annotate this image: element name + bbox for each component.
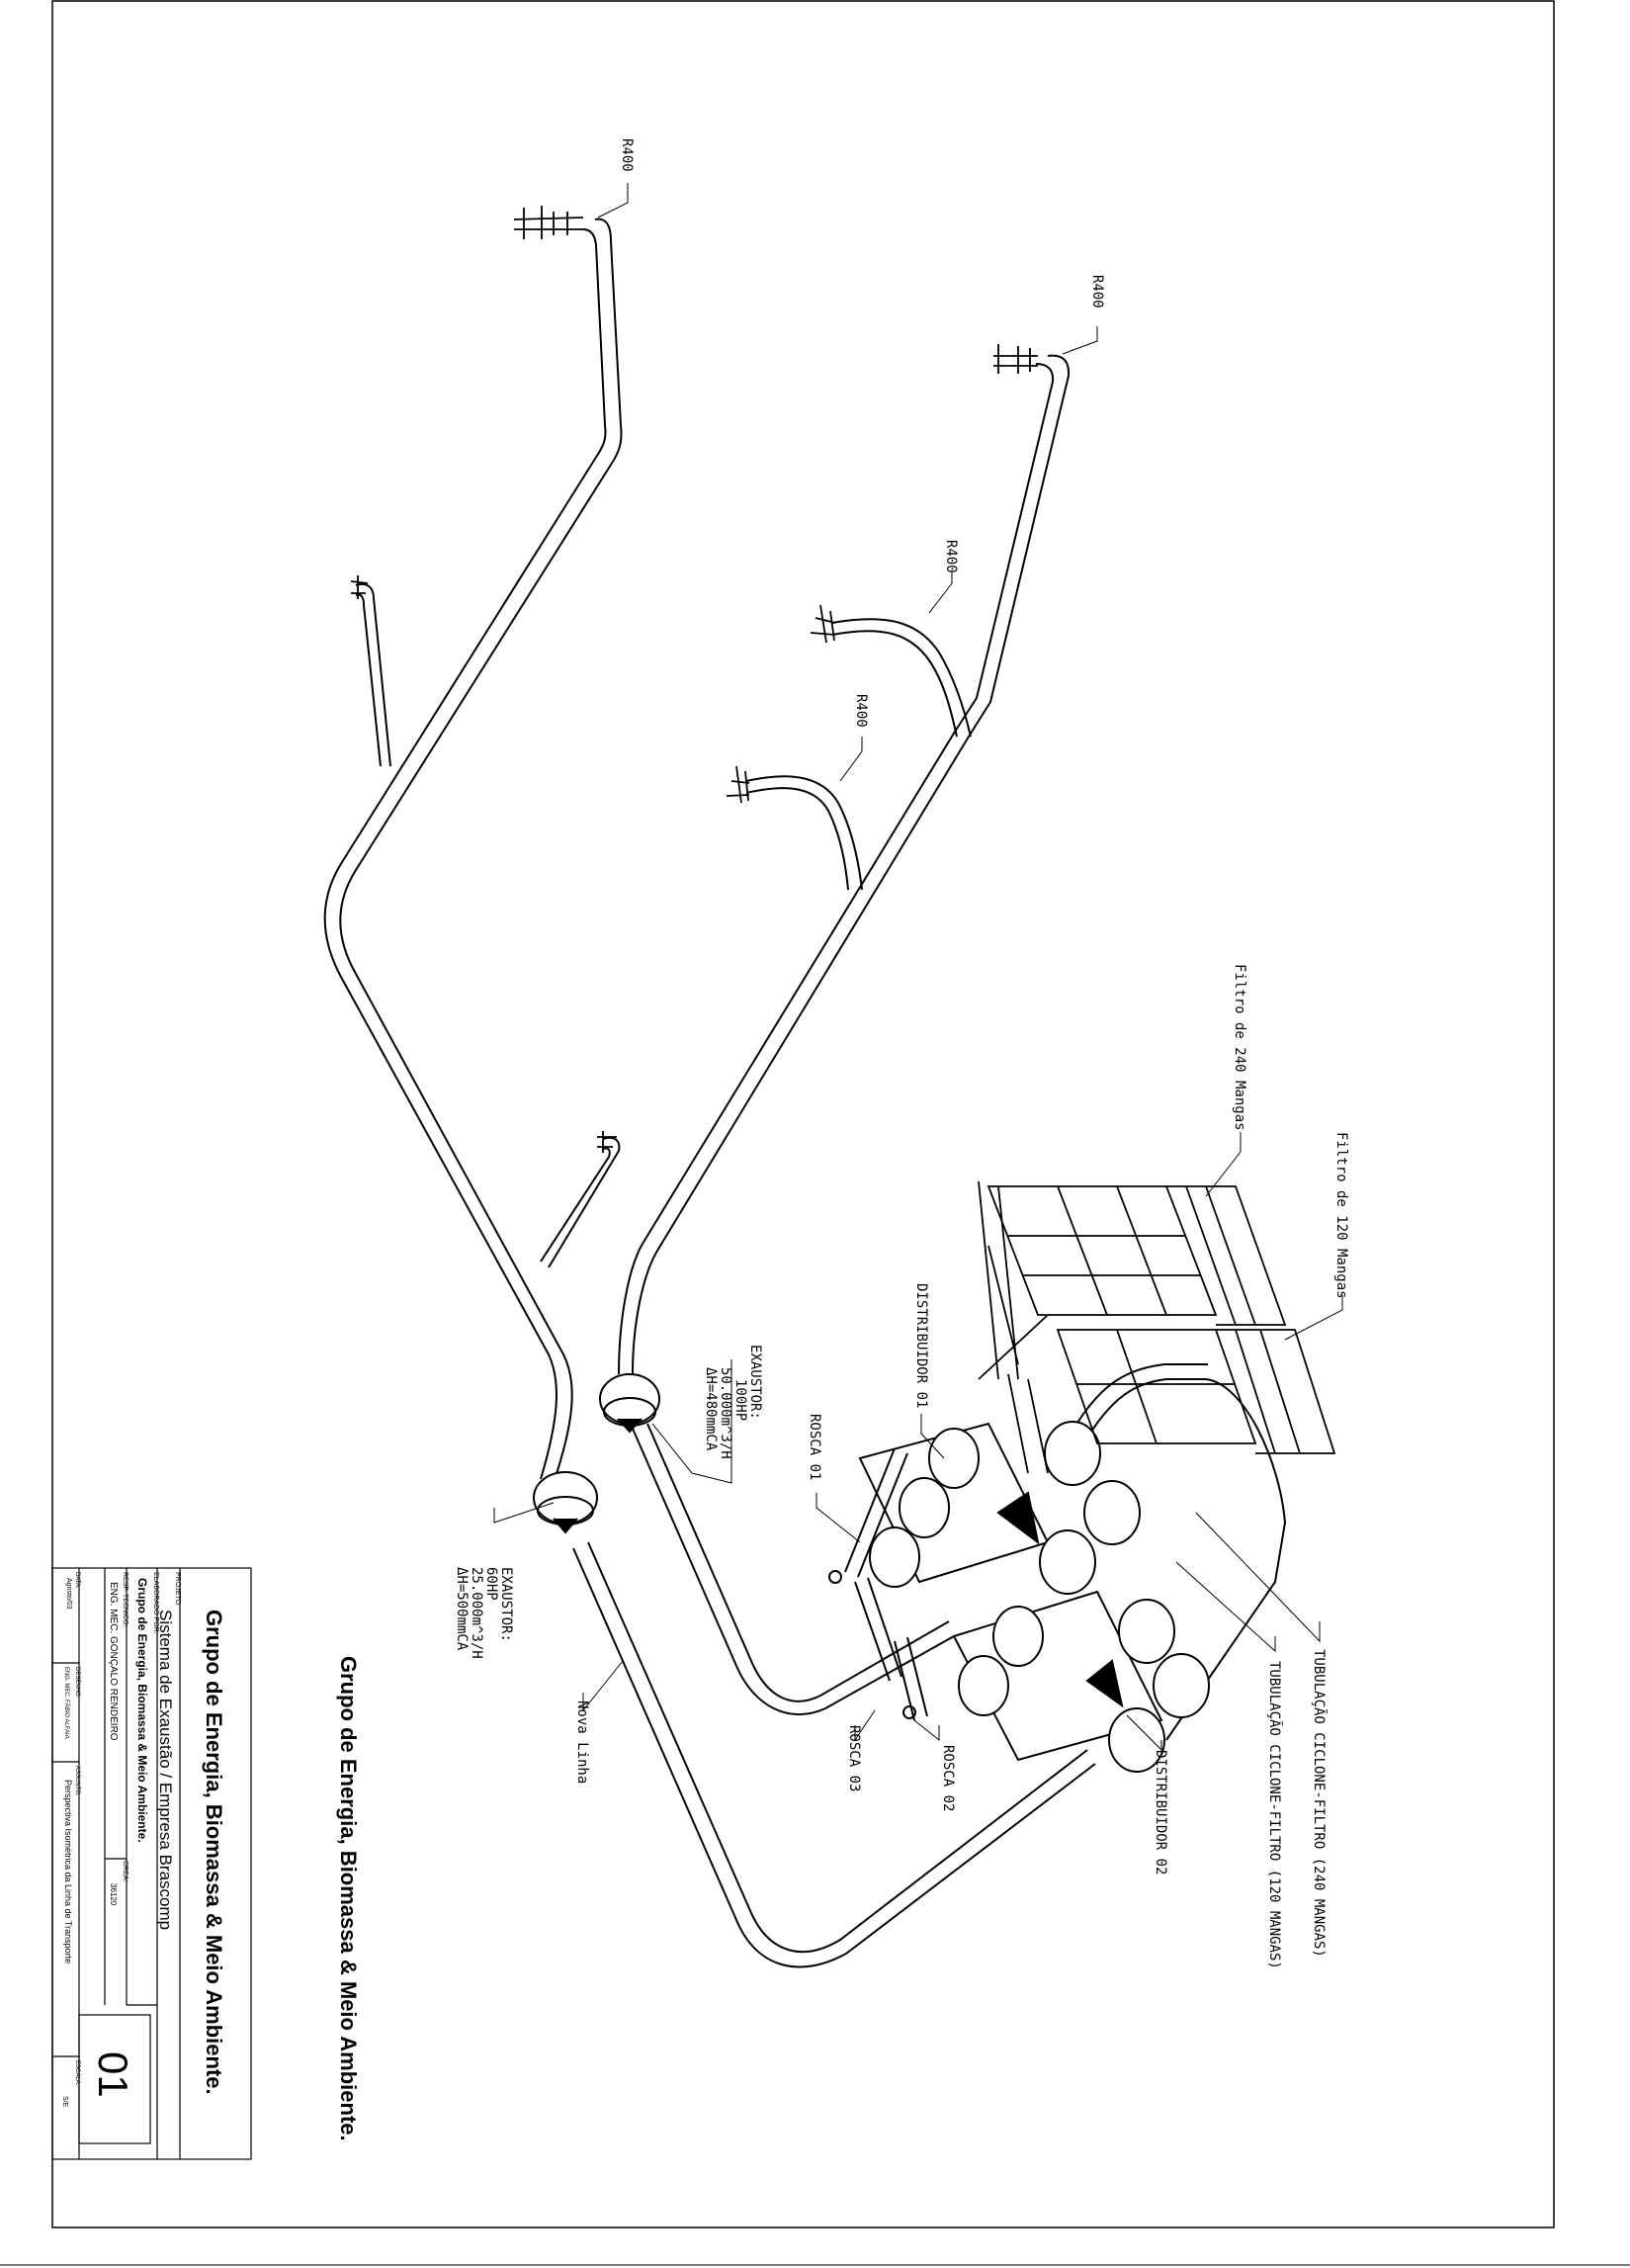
- exaustor-1-line-4: ΔH=480mmCA: [703, 1367, 719, 1451]
- label-nova-linha: Nova Linha: [574, 1701, 590, 1784]
- leader-lines: [493, 183, 1343, 1752]
- tb-assunto-label: ASSUNTO:: [74, 1766, 80, 1796]
- tb-escala-value: S/E: [61, 2096, 68, 2108]
- duct-exh2-cyclone: [646, 1423, 950, 1702]
- nozzle-fittings: [350, 206, 1038, 1153]
- nozzle-fitting-a: [513, 206, 584, 239]
- tb-resp-value: ENG. MEC. GONÇALO RENDEIRO: [108, 1582, 119, 1741]
- duct-main-left: [339, 218, 623, 1484]
- nozzle-fitting-f: [597, 1131, 617, 1153]
- exhauster-1-body: [533, 1471, 598, 1534]
- tb-projeto-label: PROJETO:: [174, 1572, 181, 1607]
- duct-exh1-cyclone-inner: [572, 1547, 1096, 1968]
- tb-sheet-number: 01: [90, 2051, 136, 2098]
- side-title: Grupo de Energia, Biomassa & Meio Ambien…: [336, 1656, 361, 2141]
- exhauster-2-body: [599, 1373, 660, 1434]
- exaustor-2-line-2: 60HP: [483, 1567, 499, 1601]
- duct-stub-lower-inner: [540, 1147, 611, 1263]
- duct-stub-lower: [548, 1136, 621, 1268]
- tb-resp-label: RESP. TECNICO:: [122, 1572, 129, 1626]
- label-r400-b: R400: [1089, 275, 1105, 308]
- tb-desenho-value: ENG. MEC. FÁBIO ALFAIA: [63, 1667, 70, 1739]
- label-tubulacao-240: TUBULAÇÃO CICLONE-FILTRO (240 MANGAS): [1311, 1649, 1328, 1958]
- tb-assunto-value: Perspectiva Isométrica da Linha de Trans…: [63, 1780, 73, 1963]
- duct-tub-240: [1076, 1378, 1287, 1741]
- duct-stub-top: [355, 582, 391, 767]
- duct-network: [323, 218, 1287, 1968]
- nozzle-fitting-b: [993, 344, 1038, 374]
- exaustor-1-line-2: 100HP: [732, 1379, 748, 1421]
- label-rosca-01: ROSCA 01: [807, 1414, 822, 1480]
- cyclone-group-lower: [952, 1590, 1210, 1773]
- duct-main-right-inner: [618, 363, 1055, 1375]
- tb-data-value: Agosto/03: [65, 1578, 72, 1610]
- tb-data-label: DATA:: [74, 1572, 80, 1589]
- duct-main-right: [632, 354, 1071, 1375]
- drawing-labels: R400 R400 R400 R400 Filtro de 240 Mangas…: [454, 138, 1349, 1969]
- exaustor-2-line-1: EXAUSTOR:: [498, 1567, 514, 1642]
- filter-240-structure: [978, 1180, 1287, 1380]
- label-exaustor-2: EXAUSTOR: 60HP 25.000m^3/H ΔH=500mmCA: [454, 1567, 514, 1659]
- exaustor-2-line-3: 25.000m^3/H: [469, 1567, 484, 1659]
- tb-projeto-value: Sistema de Exaustão / Empresa Brascomp: [156, 1610, 175, 1930]
- tb-escala-label: ESCALA:: [74, 2060, 80, 2086]
- label-distribuidor-01: DISTRIBUIDOR 01: [913, 1283, 929, 1408]
- exaustor-2-line-4: ΔH=500mmCA: [454, 1567, 470, 1651]
- screw-conveyors: [828, 1447, 928, 1721]
- label-rosca-02: ROSCA 02: [940, 1745, 956, 1811]
- tb-desenho-label: DESENHO:: [74, 1667, 80, 1699]
- nozzle-fitting-e: [350, 575, 369, 599]
- duct-branch-r400-d-inner: [745, 787, 849, 891]
- duct-branch-r400-d: [745, 775, 863, 891]
- tb-crea-value: 36120: [109, 1883, 118, 1906]
- duct-main-left-inner: [323, 228, 607, 1480]
- label-r400-c: R400: [943, 540, 959, 573]
- sheet-border: [51, 0, 1555, 2228]
- label-rosca-03: ROSCA 03: [846, 1725, 862, 1791]
- filter-120-structure: [1007, 1329, 1336, 1474]
- label-filtro-240: Filtro de 240 Mangas: [1232, 964, 1247, 1131]
- duct-branch-r400-c-inner: [831, 630, 958, 738]
- tb-crea-label: CREA:: [122, 1861, 129, 1881]
- duct-exh1-cyclone: [587, 1541, 1088, 1954]
- title-block: [51, 1567, 252, 2160]
- tb-elaborado-label: ELABORADO POR:: [152, 1572, 159, 1634]
- nozzle-fitting-d: [726, 765, 750, 804]
- tb-header: Grupo de Energia, Biomassa & Meio Ambien…: [202, 1610, 226, 2095]
- title-block-text: Grupo de Energia, Biomassa & Meio Ambien…: [61, 1572, 226, 2108]
- exaustor-1-line-3: 50.000m^3/H: [718, 1367, 733, 1459]
- label-exaustor-1: EXAUSTOR: 100HP 50.000m^3/H ΔH=480mmCA: [703, 1345, 763, 1459]
- label-r400-a: R400: [619, 138, 635, 172]
- label-distribuidor-02: DISTRIBUIDOR 02: [1153, 1750, 1168, 1875]
- duct-exh2-cyclone-inner: [632, 1428, 955, 1716]
- cyclone-group-upper: [858, 1421, 1141, 1595]
- label-r400-d: R400: [853, 694, 869, 728]
- label-filtro-120: Filtro de 120 Mangas: [1333, 1132, 1349, 1299]
- duct-branch-r400-c: [831, 618, 972, 738]
- tb-elaborado-value: Grupo de Energia, Biomassa & Meio Ambien…: [135, 1578, 149, 1843]
- label-tubulacao-120: TUBULAÇÃO CICLONE-FILTRO (120 MANGAS): [1266, 1661, 1283, 1969]
- exaustor-1-line-1: EXAUSTOR:: [747, 1345, 763, 1420]
- nozzle-fitting-c: [810, 604, 836, 644]
